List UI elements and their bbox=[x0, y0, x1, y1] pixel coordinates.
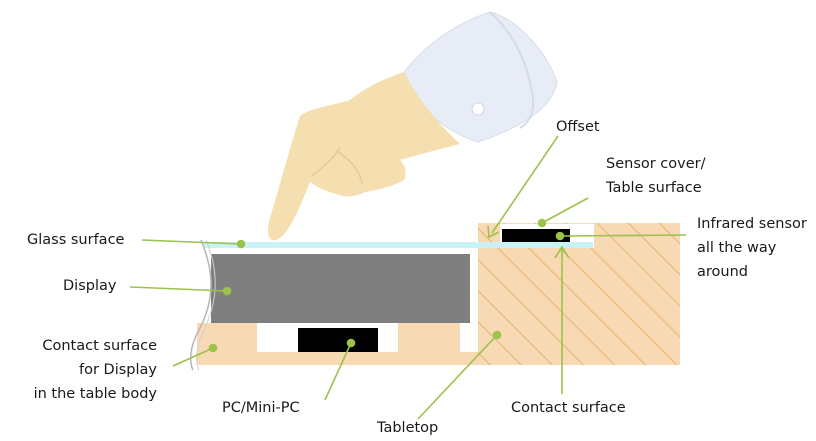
tabletop-body bbox=[197, 323, 478, 365]
leader-lines bbox=[129, 135, 687, 420]
glass-surface bbox=[203, 242, 593, 248]
label-tabletop: Tabletop bbox=[377, 420, 439, 436]
label-display: Display bbox=[63, 278, 117, 294]
label-offset: Offset bbox=[556, 119, 600, 135]
label-sensor-cover: Sensor cover/ Table surface bbox=[606, 156, 706, 196]
hand bbox=[268, 72, 460, 241]
tear-line bbox=[189, 239, 212, 371]
label-pc-mini-pc: PC/Mini-PC bbox=[222, 400, 300, 416]
pc-mini-pc bbox=[298, 328, 378, 352]
label-contact-surface-display: Contact surface for Display in the table… bbox=[33, 338, 157, 402]
display-panel bbox=[211, 254, 470, 323]
cuff-button bbox=[471, 102, 485, 116]
label-glass-surface: Glass surface bbox=[27, 232, 125, 248]
tear-line-inner bbox=[196, 239, 216, 371]
sleeve-cuff bbox=[403, 11, 558, 143]
infrared-sensor bbox=[502, 229, 570, 243]
pointing-hand bbox=[268, 11, 558, 241]
hatched-frame bbox=[478, 223, 680, 365]
label-infrared-sensor: Infrared sensor all the way around bbox=[697, 216, 807, 280]
label-contact-surface: Contact surface bbox=[511, 400, 626, 416]
